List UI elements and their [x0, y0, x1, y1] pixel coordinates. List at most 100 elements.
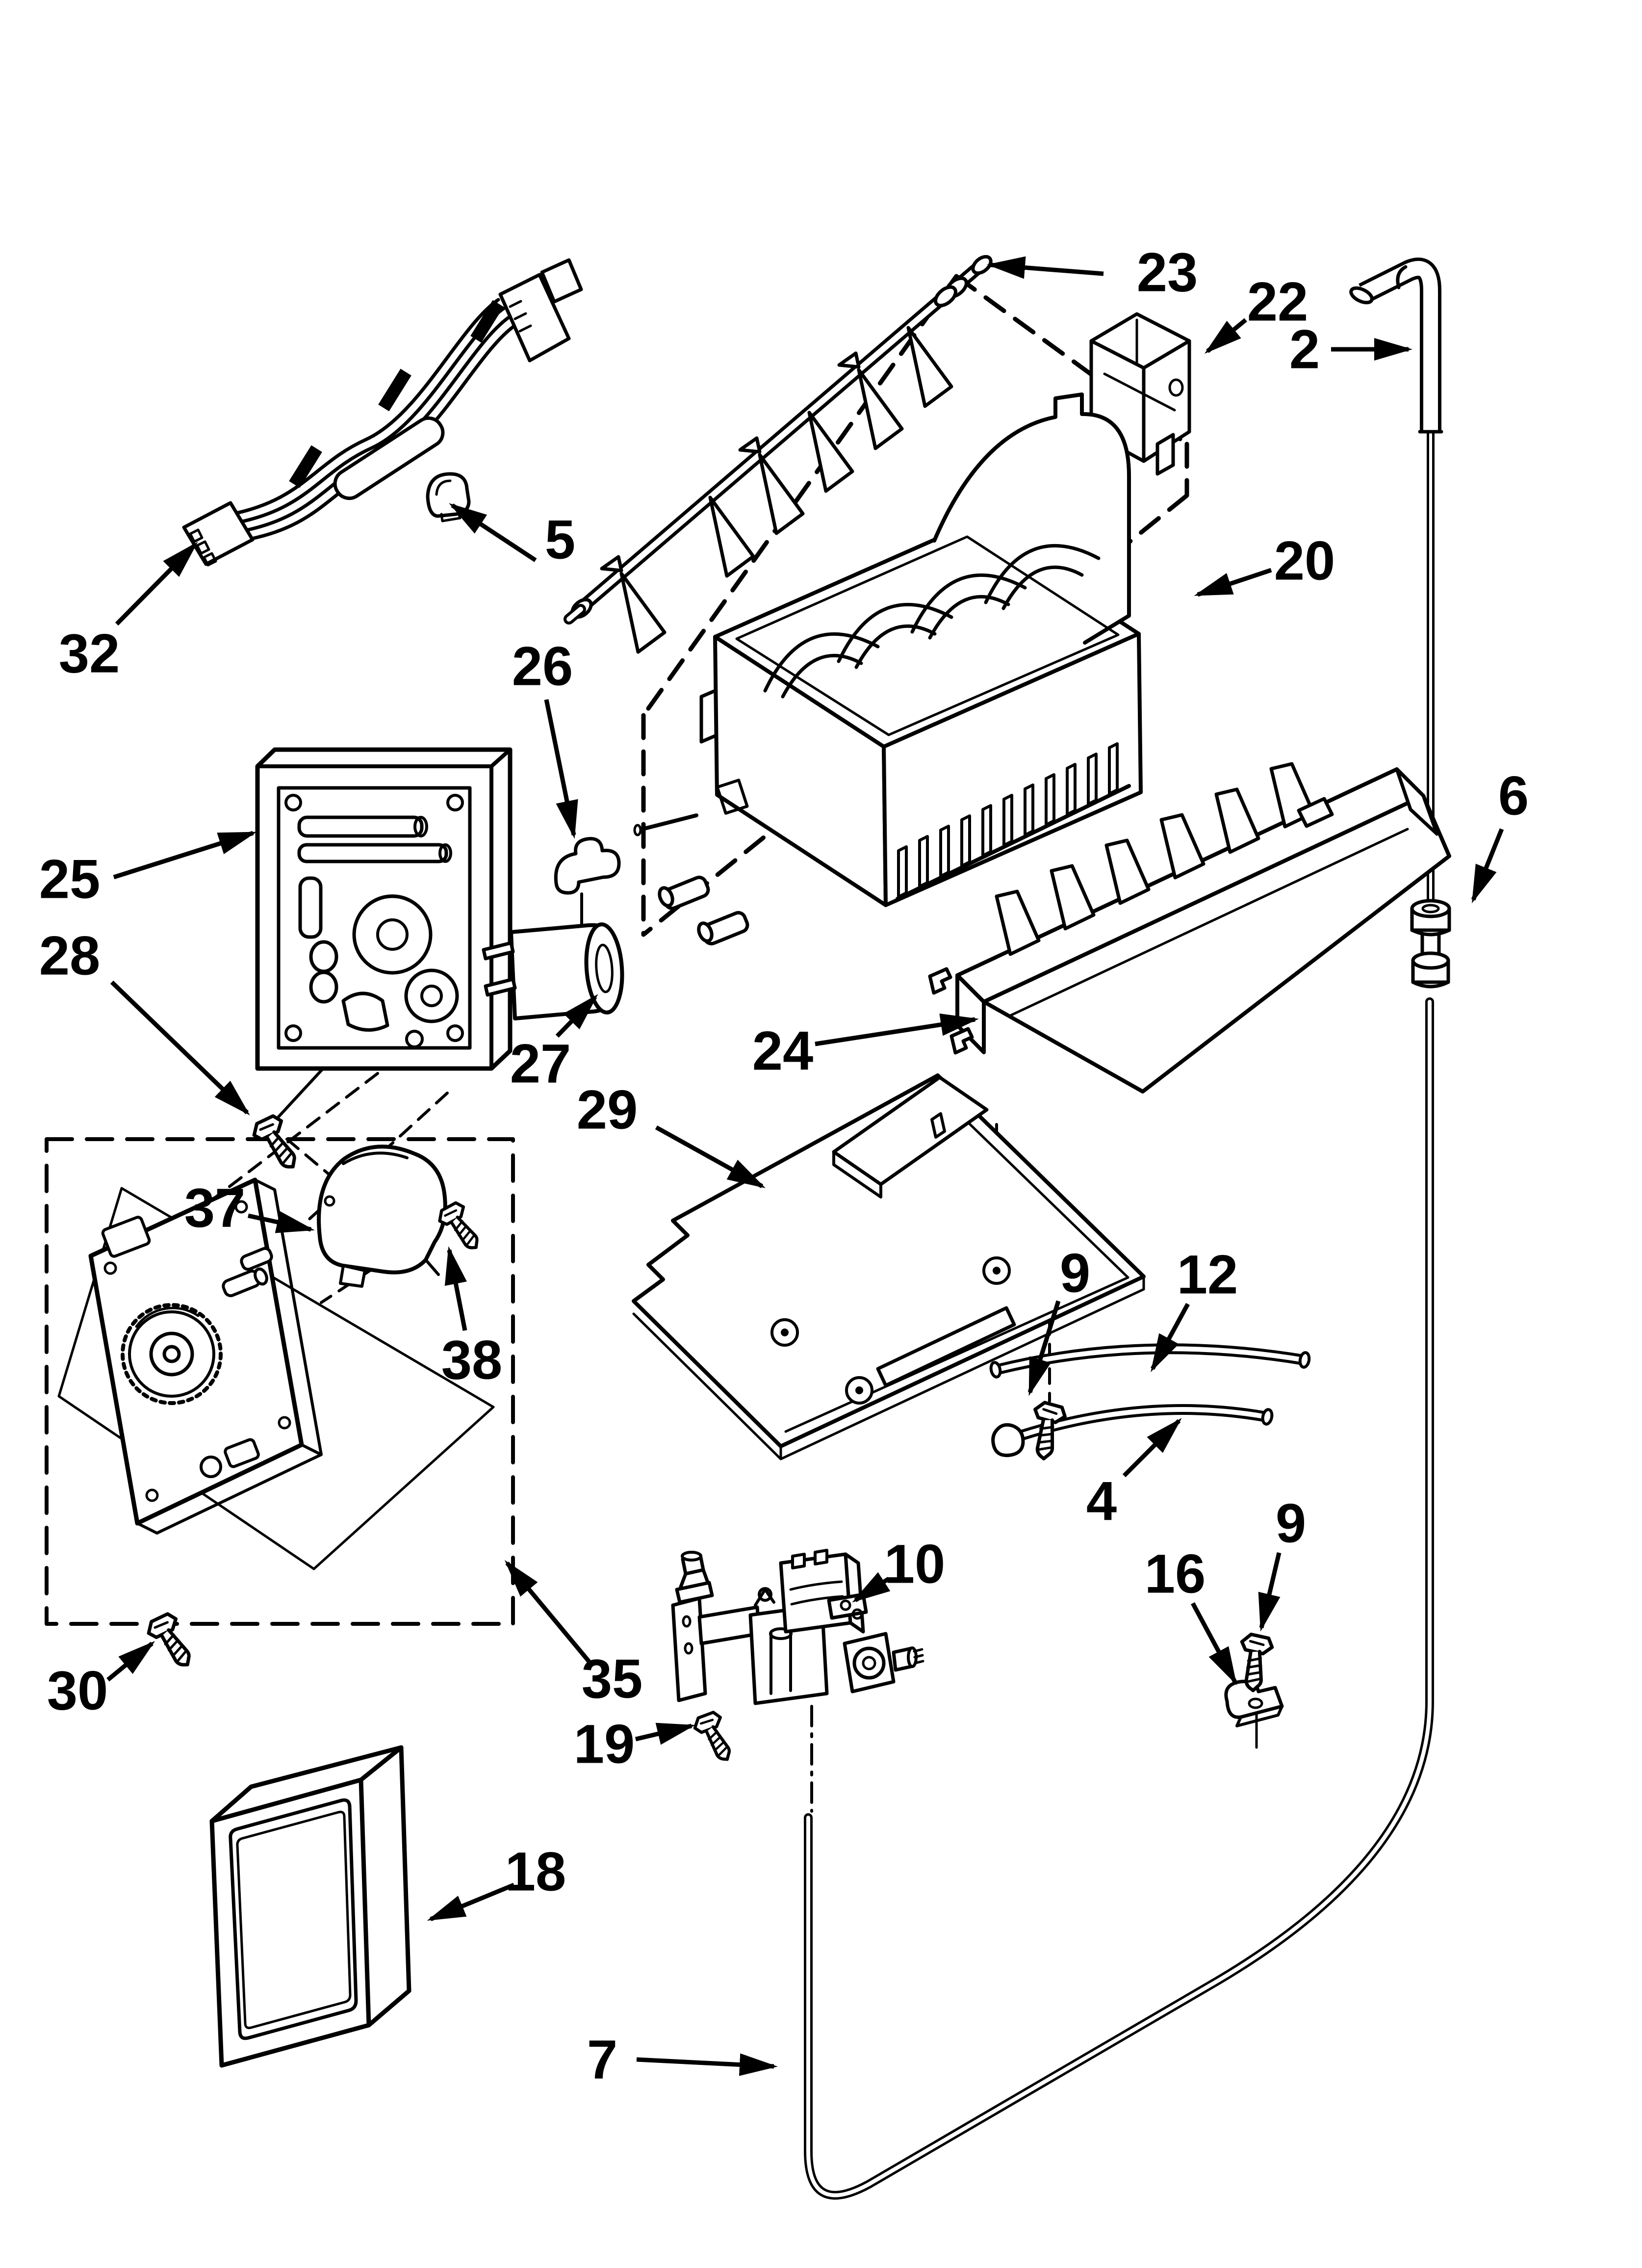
callout-9a: 9 — [1027, 1243, 1090, 1396]
callout-26: 26 — [512, 636, 578, 839]
part-35-gear-plate — [88, 1177, 323, 1535]
part-24-stripper — [928, 762, 1451, 1094]
callout-7: 7 — [587, 2029, 778, 2090]
callout-label-12: 12 — [1177, 1244, 1238, 1305]
callout-arrow-5 — [449, 503, 537, 562]
callout-10: 10 — [852, 1534, 946, 1603]
callout-label-9a: 9 — [1060, 1243, 1090, 1304]
callout-label-9b: 9 — [1276, 1493, 1306, 1554]
part-4-tube — [991, 1404, 1274, 1458]
callout-label-23: 23 — [1137, 242, 1198, 303]
callout-label-6: 6 — [1498, 765, 1529, 827]
callout-arrow-12 — [1151, 1303, 1190, 1373]
mold-mounting-posts — [658, 875, 749, 946]
part-25-module-housing — [255, 747, 513, 1071]
callout-29: 29 — [577, 1079, 766, 1188]
callout-25: 25 — [39, 831, 257, 910]
part-37-motor — [317, 1145, 447, 1288]
callout-arrow-22 — [1204, 318, 1247, 354]
callout-9b: 9 — [1258, 1493, 1306, 1632]
part-23-ejector — [564, 255, 993, 654]
callout-arrow-19 — [635, 1722, 695, 1745]
callout-label-5: 5 — [545, 509, 575, 571]
part-32-wire-harness — [182, 258, 583, 567]
callout-layer: 23 222 32 5 26 20 25 28 27 24 6 29 37 38 9 12 4 30 35 10 16 9… — [39, 242, 1529, 2090]
callout-label-18: 18 — [505, 1841, 566, 1903]
callout-2: 2 — [1289, 319, 1412, 380]
callout-label-7: 7 — [587, 2029, 617, 2090]
callout-arrow-16 — [1191, 1602, 1237, 1686]
tie-band — [289, 445, 322, 488]
harness-connector-left — [182, 501, 255, 566]
part-26-clip — [554, 837, 621, 927]
callout-label-24: 24 — [752, 1020, 814, 1082]
callout-arrow-9a — [1027, 1300, 1061, 1396]
harness-connector-right — [498, 273, 571, 363]
callout-arrow-4 — [1122, 1418, 1182, 1478]
callout-arrow-10 — [852, 1572, 891, 1603]
callout-27: 27 — [510, 994, 598, 1095]
callout-20: 20 — [1194, 530, 1335, 597]
callout-arrow-7 — [636, 2053, 778, 2076]
callout-arrow-35 — [504, 1560, 591, 1664]
part-18-cover — [209, 1745, 411, 2068]
callout-28: 28 — [39, 925, 250, 1116]
callout-22: 22 — [1204, 271, 1308, 354]
callout-arrow-25 — [113, 831, 257, 880]
tie-band — [378, 368, 411, 412]
callout-arrow-30 — [106, 1641, 155, 1682]
part-30-screw — [144, 1609, 201, 1672]
callout-arrow-24 — [815, 1013, 979, 1046]
callout-label-32: 32 — [59, 623, 120, 684]
part-29-mounting-plate — [632, 1073, 1146, 1460]
callout-arrow-6 — [1471, 828, 1504, 904]
part-19-screw — [692, 1708, 741, 1766]
callout-5: 5 — [449, 503, 575, 571]
callout-label-35: 35 — [582, 1648, 643, 1710]
callout-38: 38 — [441, 1246, 502, 1391]
callout-arrow-32 — [115, 542, 198, 626]
callout-label-22: 22 — [1247, 271, 1308, 333]
tie-band — [470, 300, 504, 343]
callout-label-25: 25 — [39, 849, 101, 910]
callout-12: 12 — [1151, 1244, 1238, 1373]
callout-label-27: 27 — [510, 1033, 571, 1095]
callout-arrow-38 — [444, 1246, 467, 1331]
part-6-coupler — [1410, 899, 1451, 989]
callout-label-20: 20 — [1274, 530, 1335, 592]
callout-23: 23 — [987, 242, 1198, 303]
part-10-water-valve — [671, 1549, 924, 1705]
callout-30: 30 — [47, 1641, 155, 1721]
callout-19: 19 — [574, 1714, 695, 1775]
callout-arrow-9b — [1258, 1552, 1282, 1632]
callout-18: 18 — [427, 1841, 566, 1922]
callout-4: 4 — [1086, 1418, 1182, 1532]
callout-label-37: 37 — [184, 1177, 246, 1239]
tape-sleeve — [333, 416, 445, 500]
callout-37: 37 — [184, 1177, 315, 1239]
callout-label-26: 26 — [512, 636, 573, 697]
callout-16: 16 — [1145, 1543, 1237, 1686]
callout-label-10: 10 — [884, 1534, 946, 1595]
callout-label-19: 19 — [574, 1714, 635, 1775]
callout-arrow-29 — [655, 1125, 766, 1188]
callout-label-2: 2 — [1289, 319, 1320, 380]
callout-35: 35 — [504, 1560, 643, 1710]
part-7-fill-line-tube — [804, 997, 1434, 2200]
callout-24: 24 — [752, 1013, 979, 1082]
dashed-outline-icemaker-20 — [641, 274, 1189, 937]
callout-label-4: 4 — [1086, 1471, 1117, 1532]
callout-arrow-26 — [544, 699, 578, 839]
callout-arrow-23 — [987, 256, 1104, 279]
part-20-icemaker-mold — [633, 392, 1143, 946]
callout-label-28: 28 — [39, 925, 101, 987]
callout-arrow-27 — [555, 994, 598, 1038]
callout-6: 6 — [1471, 765, 1529, 904]
callout-label-29: 29 — [577, 1079, 638, 1141]
callout-label-16: 16 — [1145, 1543, 1206, 1605]
callout-arrow-28 — [110, 980, 250, 1116]
callout-arrow-18 — [427, 1882, 515, 1922]
callout-32: 32 — [59, 542, 198, 684]
